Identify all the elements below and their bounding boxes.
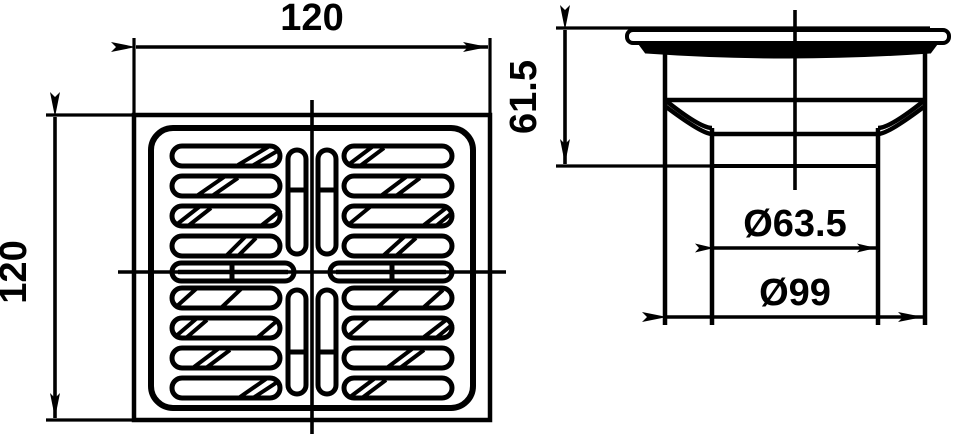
grate-slot: [341, 143, 455, 169]
grate-slot: [341, 233, 455, 259]
grate-slot: [341, 345, 455, 371]
drain-body-walls: [662, 50, 928, 325]
grate-slot: [169, 173, 283, 199]
grate-slot: [341, 375, 455, 401]
grate-slot: [341, 285, 455, 311]
grate-slot: [169, 203, 283, 229]
grate-vertical-slot: [315, 287, 339, 397]
top-view-group: 120 120: [0, 0, 506, 434]
section-view-group: 61.5: [503, 5, 951, 325]
grate-slot: [341, 203, 455, 229]
dimension-label-body-height: 61.5: [503, 60, 545, 134]
grate-slot: [169, 315, 283, 341]
dimension-label-outlet-diameter: Ø63.5: [743, 203, 847, 245]
grate-slot: [169, 285, 283, 311]
grate-slot: [169, 233, 283, 259]
grate-vertical-slot: [285, 287, 309, 397]
grate-vertical-slots: [285, 147, 339, 397]
grate-vertical-slot: [315, 147, 339, 257]
grate-slot: [341, 315, 455, 341]
top-view-centerlines: [118, 100, 506, 434]
dimension-label-body-diameter: Ø99: [759, 272, 831, 314]
drain-gasket: [637, 42, 939, 59]
dimension-label-top-width: 120: [280, 0, 343, 39]
left-dimension-extension-lines: [46, 113, 140, 422]
grate-slot: [169, 345, 283, 371]
grate-slot: [169, 143, 283, 169]
grate-vertical-slot: [285, 147, 309, 257]
grate-slot: [341, 173, 455, 199]
grate-slot: [169, 375, 283, 401]
dimension-label-left-height: 120: [0, 240, 35, 303]
drain-flange: [625, 28, 951, 59]
